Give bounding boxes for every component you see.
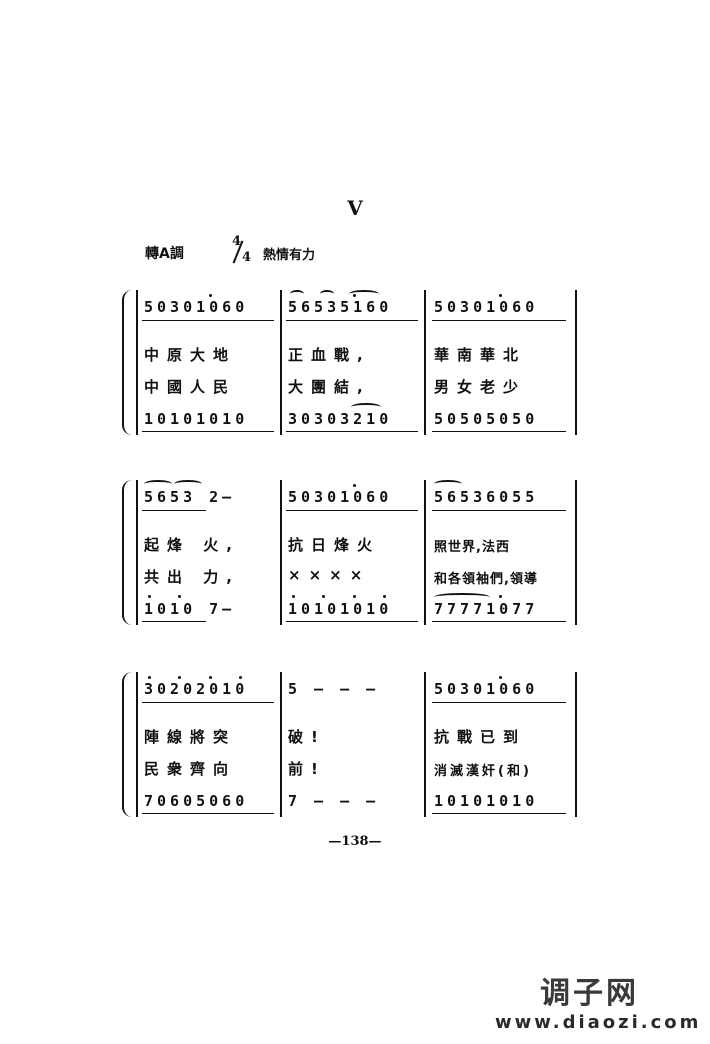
lyric-line1-2-1: 起烽 火, [144,536,240,554]
lyric-line2-1-1: 中國人民 [144,378,237,396]
key-signature: 轉A調 [145,246,184,262]
lyric-line2-3-3: 消滅漢奸(和) [434,764,532,779]
melody-bar-2-1: 5653 2— [144,488,236,506]
melody-bar-3-1: 30202010 [144,680,249,698]
lyric-line2-3-2: 前! [288,760,326,778]
lyric-line1-3-3: 抗戰已到 [434,728,527,746]
watermark-site-name: 调子网 [540,976,639,1011]
time-signature-top: 4 [232,234,242,249]
bass-bar-1-2: 30303210 [288,410,393,428]
bass-bar-2-3: 77771077 [434,600,539,618]
page-number: —138— [328,834,382,849]
bass-bar-3-2: 7 — — — [288,792,380,810]
watermark-url: www.diaozi.com [495,1012,702,1033]
lyric-line1-3-2: 破! [288,728,326,746]
bass-bar-1-1: 10101010 [144,410,249,428]
melody-bar-1-3: 50301060 [434,298,539,316]
lyric-line1-3-1: 陣線將突 [144,728,237,746]
section-title: V [347,196,363,220]
lyric-line1-1-3: 華南華北 [434,346,527,364]
lyric-line2-3-1: 民衆齊向 [144,760,237,778]
lyric-line2-1-3: 男女老少 [434,378,527,396]
melody-bar-3-2: 5 — — — [288,680,380,698]
bass-bar-2-1: 1010 7— [144,600,236,618]
lyric-line2-1-2: 大團結, [288,378,371,396]
melody-bar-1-1: 50301060 [144,298,249,316]
score-system-1: 50301060 56535160 50301060 中原大地 正血戰, 華南華… [122,290,577,435]
lyric-line2-2-1: 共出 力, [144,568,240,586]
lyric-line1-1-2: 正血戰, [288,346,371,364]
bass-bar-2-2: 10101010 [288,600,393,618]
melody-bar-2-3: 56536055 [434,488,539,506]
lyric-line2-2-2: ×××× [288,566,371,584]
lyric-line2-2-3: 和各領袖們,領導 [434,572,538,587]
time-signature-bottom: 4 [242,250,252,265]
score-system-2: 5653 2— 50301060 56536055 起烽 火, 抗日烽火 照世界… [122,480,577,625]
score-system-3: 30202010 5 — — — 50301060 陣線將突 破! 抗戰已到 民… [122,672,577,817]
tempo-marking: 熱情有力 [263,248,316,263]
melody-bar-3-3: 50301060 [434,680,539,698]
melody-bar-2-2: 50301060 [288,488,393,506]
lyric-line1-2-3: 照世界,法西 [434,540,510,555]
bass-bar-1-3: 50505050 [434,410,539,428]
lyric-line1-2-2: 抗日烽火 [288,536,381,554]
bass-bar-3-1: 70605060 [144,792,249,810]
time-signature: 4 4 [228,234,260,272]
melody-bar-1-2: 56535160 [288,298,393,316]
lyric-line1-1-1: 中原大地 [144,346,237,364]
bass-bar-3-3: 10101010 [434,792,539,810]
